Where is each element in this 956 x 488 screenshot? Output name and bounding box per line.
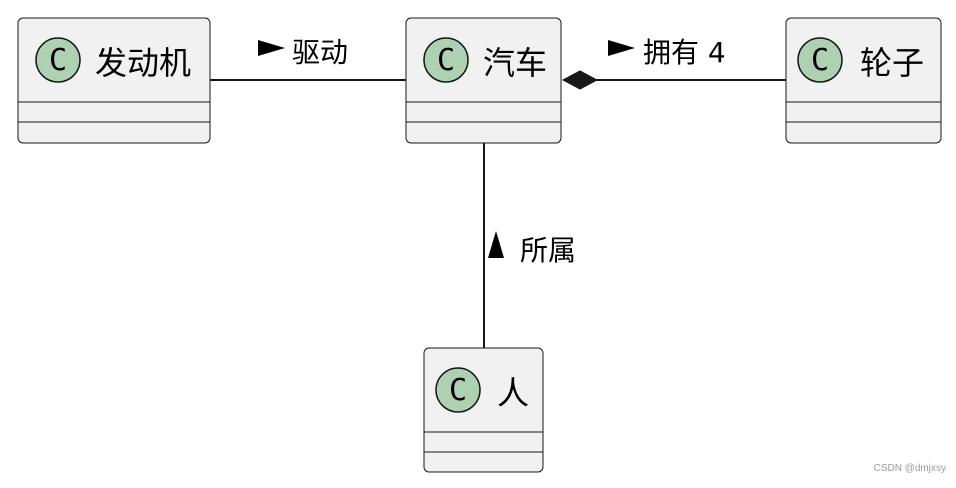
svg-text:C: C — [437, 43, 455, 78]
class-spot-icon: C — [435, 367, 481, 413]
class-engine[interactable]: C 发动机 — [17, 17, 211, 144]
class-spot-icon: C — [797, 37, 843, 83]
svg-text:C: C — [811, 43, 829, 78]
edge-label-belong: 所属 — [520, 234, 576, 267]
edge-label-drive: 驱动 — [292, 36, 348, 69]
up-triangle-icon — [488, 231, 504, 258]
class-name-person: 人 — [497, 374, 529, 412]
edge-label-own: 拥有 4 — [643, 36, 726, 69]
composition-diamond-icon — [561, 70, 599, 90]
class-name-car: 汽车 — [483, 44, 547, 82]
class-car[interactable]: C 汽车 — [405, 17, 562, 144]
class-person[interactable]: C 人 — [423, 347, 544, 473]
class-name-wheel: 轮子 — [860, 44, 924, 82]
svg-text:C: C — [49, 43, 67, 78]
svg-text:C: C — [449, 373, 467, 408]
class-name-engine: 发动机 — [95, 44, 191, 82]
watermark: CSDN @dmjxsy — [873, 463, 946, 474]
class-spot-icon: C — [35, 37, 81, 83]
class-wheel[interactable]: C 轮子 — [785, 17, 942, 144]
right-triangle-icon — [258, 40, 285, 56]
right-triangle-icon — [608, 40, 635, 56]
class-spot-icon: C — [423, 37, 469, 83]
